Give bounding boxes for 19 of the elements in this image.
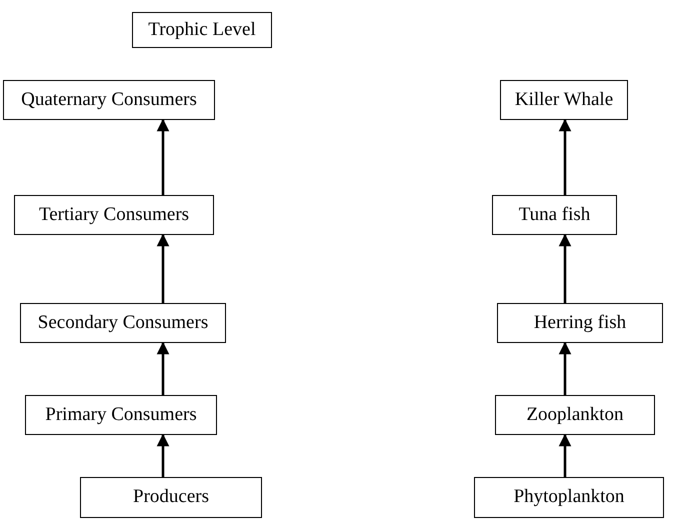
arrow — [156, 342, 170, 395]
level-box: Tuna fish — [492, 195, 617, 235]
arrow — [156, 234, 170, 303]
level-box: Tertiary Consumers — [14, 195, 214, 235]
arrow — [156, 118, 170, 195]
level-box: Primary Consumers — [25, 395, 217, 435]
arrow — [558, 118, 572, 195]
arrow — [558, 234, 572, 303]
arrow — [156, 434, 170, 477]
level-box: Phytoplankton — [474, 477, 664, 518]
level-box: Secondary Consumers — [20, 303, 226, 343]
title-box: Trophic Level — [132, 12, 272, 48]
level-box: Killer Whale — [500, 80, 628, 120]
level-box: Producers — [80, 477, 262, 518]
level-box: Herring fish — [497, 303, 663, 343]
arrow — [558, 342, 572, 395]
level-box: Quaternary Consumers — [3, 80, 215, 120]
level-box: Zooplankton — [495, 395, 655, 435]
arrow — [558, 434, 572, 477]
